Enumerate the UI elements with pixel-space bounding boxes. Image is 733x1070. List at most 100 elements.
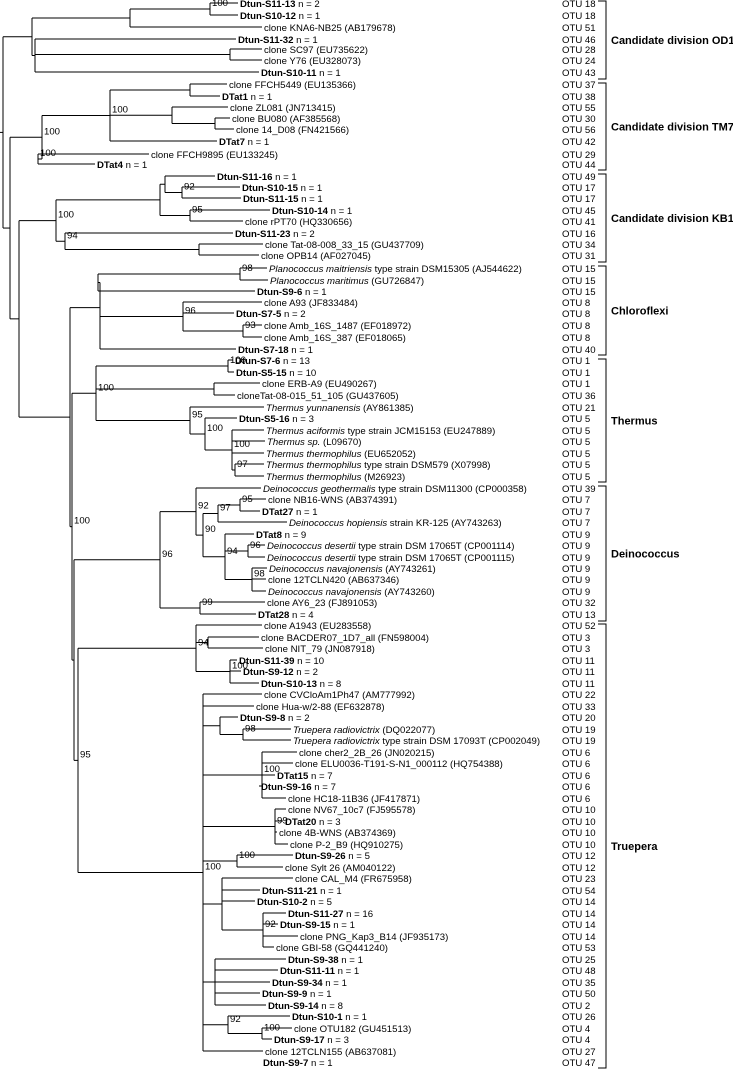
leaf-label: cloneTat-08-015_51_105 (GU437605) [237,391,399,402]
leaf-label: Deinococcus desertii type strain DSM 170… [267,553,514,564]
leaf-label: Dtun-S9-16 n = 7 [261,782,336,793]
leaf-label: Dtun-S10-15 n = 1 [242,183,322,194]
leaf-label: Dtun-S10-12 n = 1 [240,11,320,22]
otu-label: OTU 24 [562,56,596,67]
bootstrap-value: 100 [232,661,248,672]
group-label: Deinococcus [611,549,679,561]
otu-label: OTU 17 [562,194,596,205]
leaf-label: DTat4 n = 1 [97,160,147,171]
otu-label: OTU 9 [562,530,590,541]
bootstrap-values: 1001001001009295100949896931001009510010… [40,0,288,1034]
otu-label: OTU 23 [562,874,596,885]
bootstrap-value: 99 [202,597,213,608]
leaf-label: Dtun-S10-14 n = 1 [272,206,352,217]
otu-label: OTU 4 [562,1035,591,1046]
bootstrap-value: 98 [254,569,265,580]
leaf-label: clone Amb_16S_387 (EF018065) [264,333,406,344]
otu-label: OTU 1 [562,379,590,390]
otu-label: OTU 2 [562,1001,590,1012]
tree-branches [0,2,298,1052]
otu-label: OTU 14 [562,920,596,931]
otu-label: OTU 55 [562,103,596,114]
otu-label: OTU 5 [562,437,590,448]
leaf-label: Dtun-S9-9 n = 1 [262,989,332,1000]
leaf-label: clone ERB-A9 (EU490267) [262,379,377,390]
group-label: Candidate division TM7 [611,122,733,134]
otu-label: OTU 34 [562,240,596,251]
leaf-label: Dtun-S11-11 n = 1 [280,966,359,977]
otu-label: OTU 11 [562,679,595,690]
leaf-label: clone SC97 (EU735622) [264,45,368,56]
leaf-label: Dtun-S9-8 n = 2 [240,713,310,724]
otu-label: OTU 33 [562,702,596,713]
bootstrap-value: 92 [230,1014,241,1025]
leaf-label: clone 4B-WNS (AB374369) [279,828,396,839]
otu-label: OTU 8 [562,298,590,309]
leaf-label: clone CAL_M4 (FR675958) [295,874,412,885]
leaf-label: DTat15 n = 7 [277,771,333,782]
otu-label: OTU 6 [562,794,590,805]
otu-label: OTU 5 [562,472,590,483]
otu-label: OTU 45 [562,206,596,217]
leaf-label: clone 12TCLN420 (AB637346) [268,575,399,586]
otu-label: OTU 27 [562,1047,596,1058]
leaf-label: Dtun-S10-11 n = 1 [261,68,341,79]
otu-label: OTU 31 [562,251,596,262]
otu-label: OTU 54 [562,886,596,897]
otu-label: OTU 46 [562,35,596,46]
leaf-label: DTat1 n = 1 [222,92,272,103]
otu-label: OTU 39 [562,484,596,495]
leaf-label: Dtun-S11-21 n = 1 [262,886,342,897]
otu-label: OTU 4 [562,1024,591,1035]
bootstrap-value: 100 [239,850,255,861]
otu-label: OTU 8 [562,309,590,320]
bootstrap-value: 96 [185,306,196,317]
bootstrap-value: 100 [58,210,74,221]
leaf-label: Dtun-S5-15 n = 10 [236,368,316,379]
bootstrap-value: 100 [234,439,250,450]
otu-label: OTU 9 [562,575,590,586]
leaf-label: DTat27 n = 1 [262,507,318,518]
otu-label: OTU 40 [562,345,596,356]
bootstrap-value: 100 [212,0,228,9]
leaf-label: clone KNA6-NB25 (AB179678) [264,23,396,34]
otu-label: OTU 5 [562,426,590,437]
otu-label: OTU 13 [562,610,596,621]
group-bracket [598,358,607,483]
group-label: Candidate division KB1 [611,213,733,225]
otu-label: OTU 5 [562,460,590,471]
otu-label: OTU 49 [562,172,596,183]
group-bracket [598,485,607,622]
leaf-label: Dtun-S9-34 n = 1 [272,978,347,989]
otu-label: OTU 56 [562,125,596,136]
bootstrap-value: 100 [264,1023,280,1034]
otu-label: OTU 17 [562,183,596,194]
otu-label: OTU 9 [562,553,590,564]
bootstrap-value: 95 [192,410,203,421]
leaf-label: clone GBI-58 (GQ441240) [276,943,388,954]
leaf-label: clone Amb_16S_1487 (EF018972) [264,321,411,332]
bootstrap-value: 94 [227,546,238,557]
otu-label: OTU 1 [562,356,590,367]
leaf-label: Dtun-S10-13 n = 8 [261,679,341,690]
leaf-label: Truepera radiovictrix (DQ022077) [293,725,435,736]
group-label: Thermus [611,416,657,428]
otu-label: OTU 28 [562,45,596,56]
leaf-label: clone Tat-08-008_33_15 (GU437709) [265,240,424,251]
leaf-label: clone P-2_B9 (HQ910275) [290,840,403,851]
leaf-label: Thermus yunnanensis (AY861385) [266,403,414,414]
leaf-label: Thermus sp. (L09670) [267,437,361,448]
leaf-label: clone ZL081 (JN713415) [230,103,336,114]
leaf-label: clone BACDER07_1D7_all (FN598004) [261,633,429,644]
leaf-label: Dtun-S11-13 n = 2 [240,0,320,10]
leaf-label: DTat7 n = 1 [219,137,269,148]
leaf-label: clone NV67_10c7 (FJ595578) [288,805,415,816]
otu-label: OTU 14 [562,932,596,943]
group-bracket [598,82,607,171]
leaf-label: Deinococcus navajonensis (AY743260) [268,587,435,598]
otu-label: OTU 10 [562,805,596,816]
leaf-label: Dtun-S9-14 n = 8 [268,1001,343,1012]
leaf-label: Dtun-S9-12 n = 2 [243,667,318,678]
otu-label: OTU 25 [562,955,596,966]
